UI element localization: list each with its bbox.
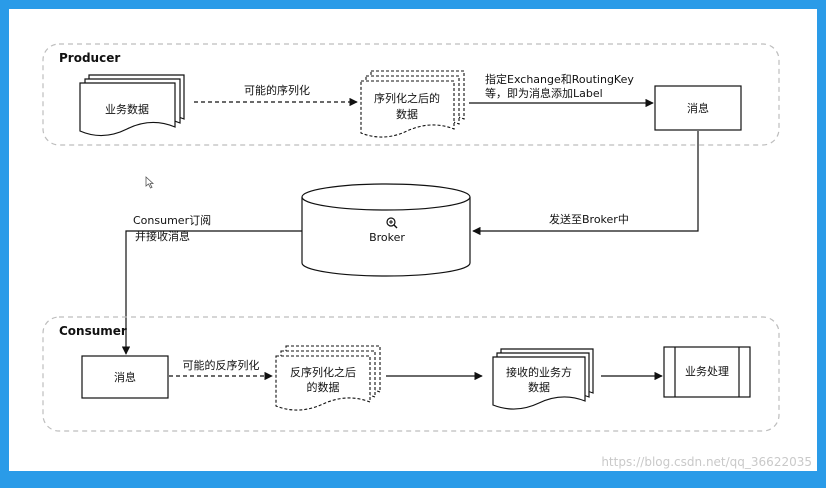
consumer-title: Consumer [59, 324, 127, 338]
deserialized-label-line1: 反序列化之后 [290, 365, 356, 379]
subscribe-arrow [121, 230, 302, 355]
producer-group [42, 43, 780, 146]
deserialize-label: 可能的反序列化 [183, 358, 260, 372]
send-to-broker-arrow [472, 131, 699, 236]
consumer-message-label: 消息 [114, 370, 136, 384]
flow-diagram: Producer 业务数据 可能的序列化 序列化之后的 数据 指定Exchang… [42, 43, 812, 469]
serialize-label: 可能的序列化 [244, 83, 310, 97]
business-data-doc: 业务数据 [79, 74, 185, 137]
subscribe-label-line1: Consumer订阅 [133, 214, 211, 227]
watermark: https://blog.csdn.net/qq_36622035 [601, 455, 812, 469]
zoom-cursor-icon [386, 217, 398, 229]
serialized-label-line1: 序列化之后的 [374, 91, 440, 105]
broker-cylinder: Broker [301, 183, 471, 277]
serialized-data-doc: 序列化之后的 数据 [360, 70, 465, 138]
received-label-line2: 数据 [528, 380, 550, 394]
business-process-label: 业务处理 [685, 365, 729, 378]
consumer-group [42, 316, 780, 432]
producer-message-box [654, 85, 742, 131]
deserialized-data-doc: 反序列化之后 的数据 [275, 345, 381, 411]
business-process-box: 业务处理 [663, 346, 751, 398]
received-data-doc: 接收的业务方 数据 [492, 348, 594, 410]
mouse-pointer-icon [145, 176, 155, 189]
diagram-canvas: Producer 业务数据 可能的序列化 序列化之后的 数据 指定Exchang… [9, 9, 817, 471]
subscribe-label-line2: 并接收消息 [135, 229, 190, 243]
received-label-line1: 接收的业务方 [506, 365, 572, 379]
label-text-line1: 指定Exchange和RoutingKey [485, 72, 634, 86]
producer-title: Producer [59, 51, 120, 65]
broker-label: Broker [369, 231, 405, 244]
serialized-label-line2: 数据 [396, 107, 418, 121]
label-text-line2: 等，即为消息添加Label [485, 86, 603, 100]
producer-message-label: 消息 [687, 101, 709, 115]
consumer-message-box [81, 355, 169, 399]
business-data-label: 业务数据 [105, 102, 149, 116]
send-to-broker-label: 发送至Broker中 [549, 212, 629, 226]
deserialized-label-line2: 的数据 [307, 380, 340, 394]
